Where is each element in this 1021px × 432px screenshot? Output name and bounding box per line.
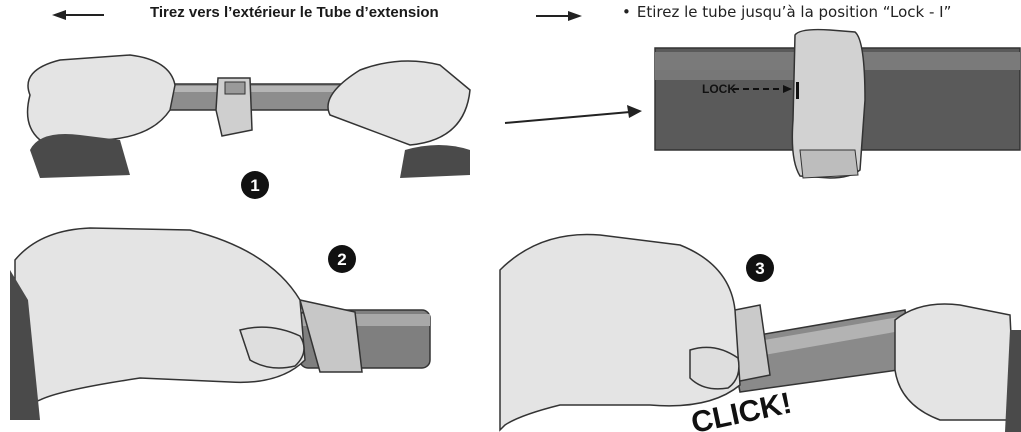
instruction-note: • Etirez le tube jusqu’à la position “Loc…: [622, 3, 951, 21]
step3-illustration: [499, 233, 1021, 432]
right-arrow-icon: [536, 11, 582, 21]
lock-label: LOCK: [702, 82, 736, 96]
step1-illustration: [26, 54, 471, 178]
zoom-arrow-icon: [504, 105, 642, 124]
step2-number: 2: [337, 250, 346, 269]
page-heading: Tirez vers l’extérieur le Tube d’extensi…: [150, 4, 439, 21]
step2-badge: 2: [328, 245, 356, 273]
left-arrow-icon: [52, 10, 104, 20]
bullet-icon: •: [622, 3, 631, 21]
step1-number: 1: [250, 176, 259, 195]
lock-tube-illustration: [654, 28, 1021, 179]
instruction-text: Etirez le tube jusqu’à la position “Lock…: [636, 3, 952, 21]
step1-badge: 1: [241, 171, 269, 199]
step3-badge: 3: [746, 254, 774, 282]
step3-number: 3: [755, 259, 764, 278]
step2-illustration: [10, 227, 431, 420]
